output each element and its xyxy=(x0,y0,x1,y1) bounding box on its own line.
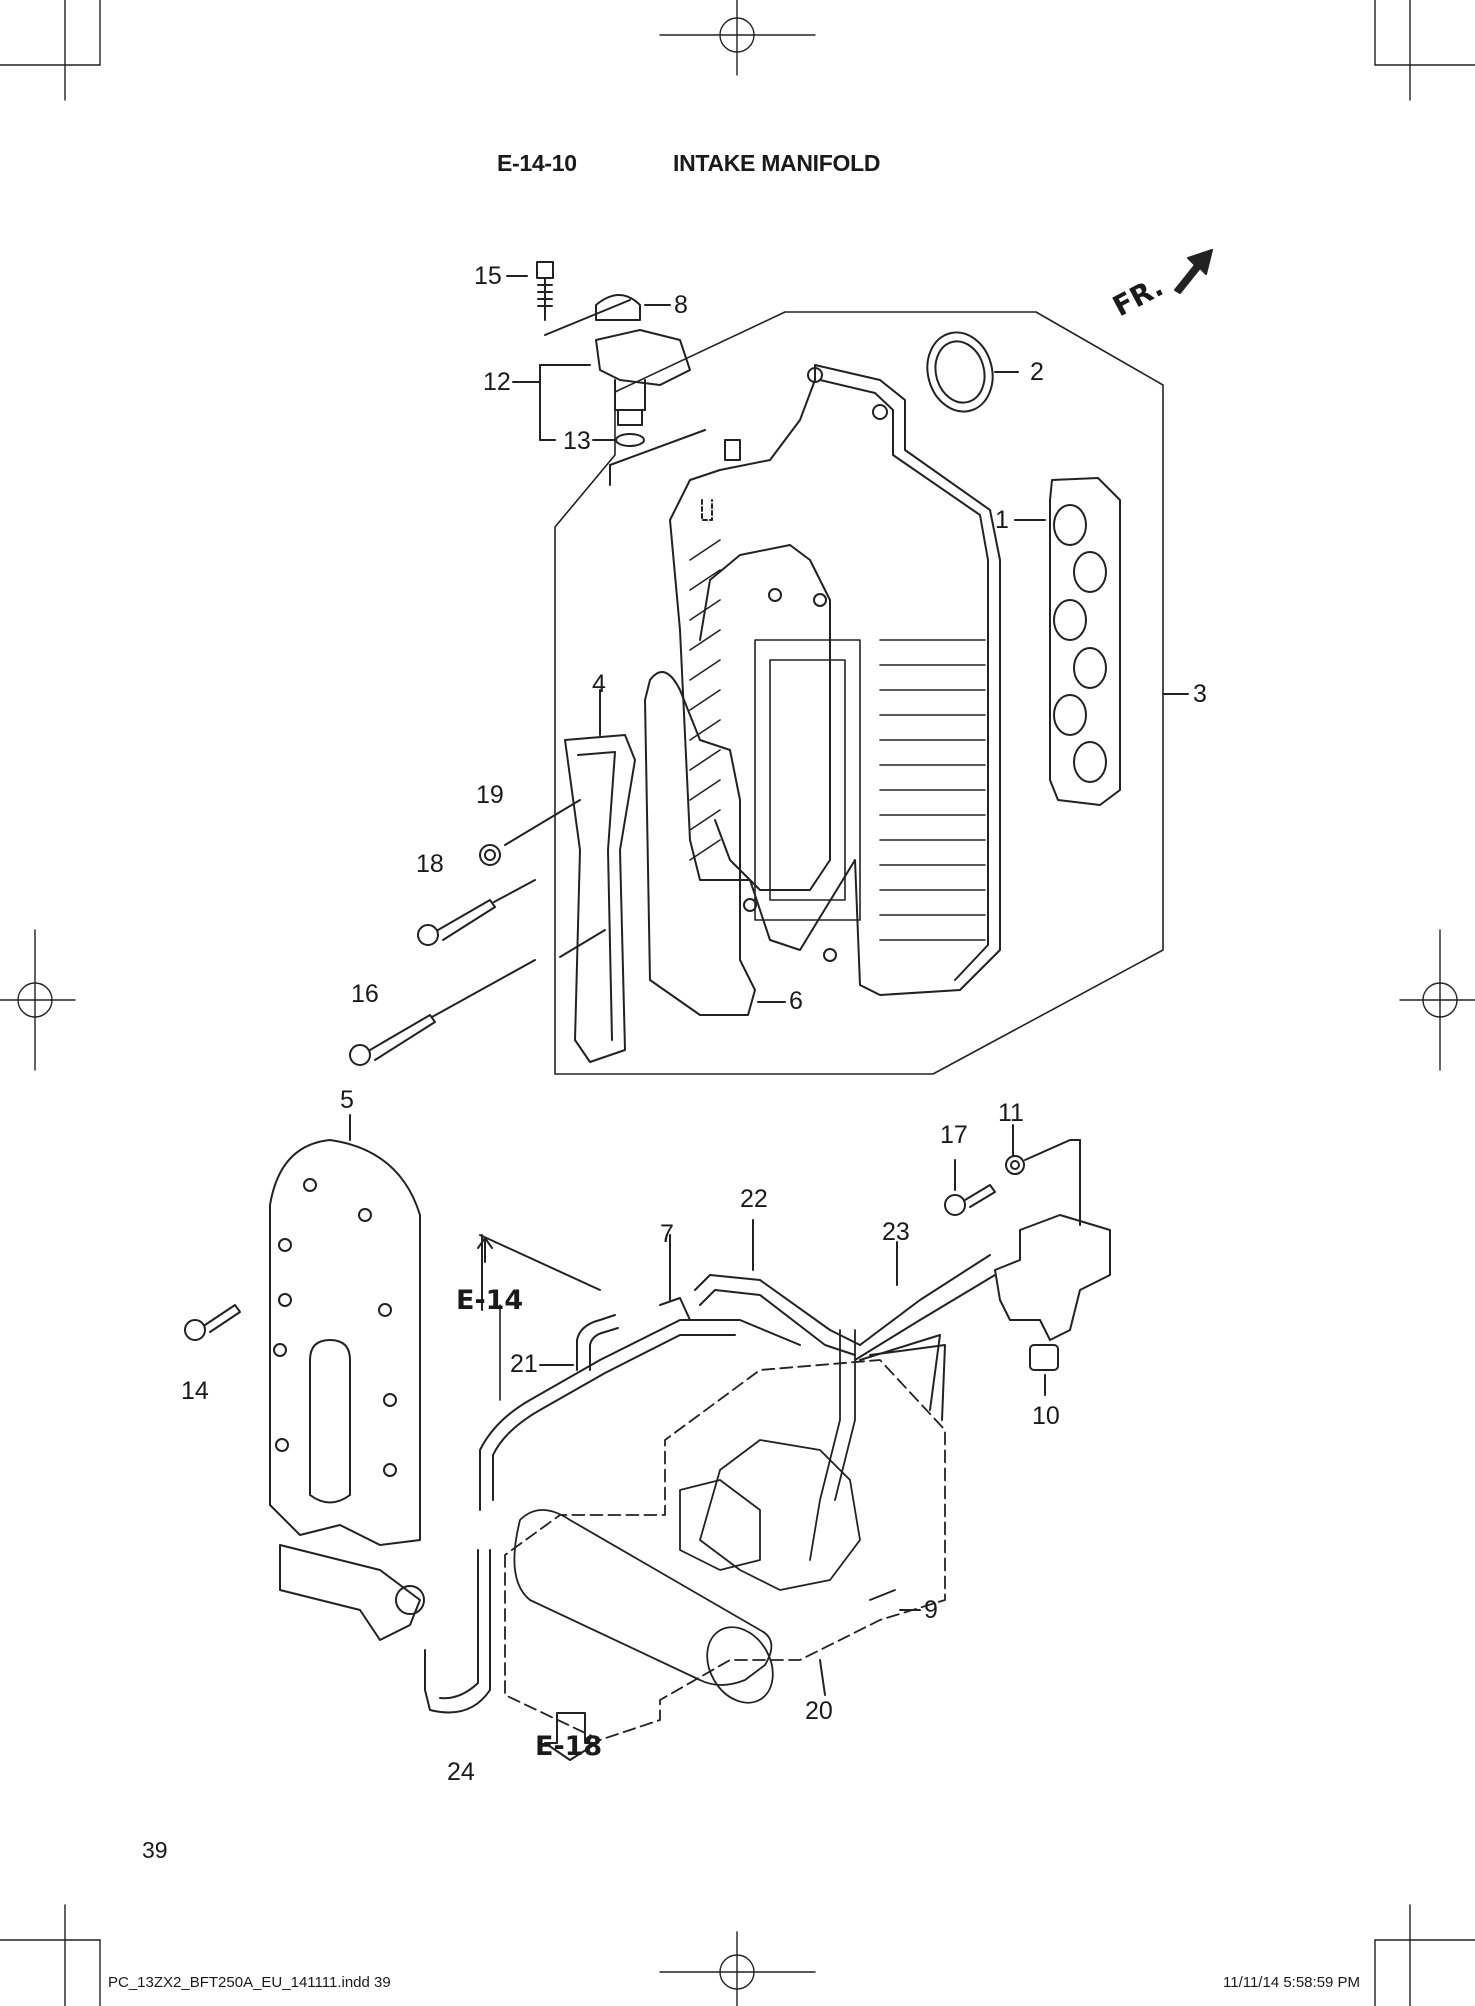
gasket-part-1 xyxy=(1049,477,1121,806)
ref-arrow-e14 xyxy=(477,1237,493,1263)
registration-mark-bottom xyxy=(659,1931,816,2006)
assembly-frame xyxy=(554,311,1164,1075)
part-label-22: 22 xyxy=(740,1185,768,1213)
bolt-16 xyxy=(349,1014,436,1066)
bolt-14 xyxy=(184,1304,241,1341)
part-label-13: 13 xyxy=(563,427,591,455)
part-label-21: 21 xyxy=(510,1350,538,1378)
part-label-3: 3 xyxy=(1193,680,1207,708)
footer-timestamp: 11/11/14 5:58:59 PM xyxy=(1223,1974,1361,1991)
cover-plate-5 xyxy=(269,1139,425,1641)
section-title: INTAKE MANIFOLD xyxy=(673,150,881,176)
part-label-18: 18 xyxy=(416,850,444,878)
sensor-assembly xyxy=(536,261,691,447)
part-label-12: 12 xyxy=(483,368,511,396)
ref-label-e18: E-18 xyxy=(535,1731,603,1762)
footer-file-name: PC_13ZX2_BFT250A_EU_141111.indd 39 xyxy=(108,1974,391,1991)
part-label-17: 17 xyxy=(940,1121,968,1149)
part-label-6: 6 xyxy=(789,987,803,1015)
registration-mark-top xyxy=(659,0,816,76)
part-label-24: 24 xyxy=(447,1758,475,1786)
part-label-20: 20 xyxy=(805,1697,833,1725)
section-code: E-14-10 xyxy=(497,150,577,176)
part-label-7: 7 xyxy=(660,1220,674,1248)
front-arrow xyxy=(1174,249,1213,294)
bolt-18 xyxy=(417,899,496,946)
registration-mark-left xyxy=(0,929,76,1071)
gasket-part-4 xyxy=(564,734,636,1063)
nut-19 xyxy=(479,844,501,866)
valve-10 xyxy=(994,1214,1111,1371)
page-number: 39 xyxy=(142,1837,168,1863)
part-label-8: 8 xyxy=(674,291,688,319)
part-label-23: 23 xyxy=(882,1218,910,1246)
nut-11 xyxy=(1005,1155,1025,1175)
part-label-9: 9 xyxy=(924,1596,938,1624)
ring-part-2 xyxy=(926,331,994,413)
ref-label-e14: E-14 xyxy=(456,1285,524,1316)
part-label-1: 1 xyxy=(995,506,1009,534)
part-label-15: 15 xyxy=(474,262,502,290)
part-label-19: 19 xyxy=(476,781,504,809)
part-label-11: 11 xyxy=(998,1099,1024,1127)
bolt-17 xyxy=(944,1184,996,1216)
ref-arrow-e18 xyxy=(544,1712,598,1761)
gasket-part-6 xyxy=(644,671,756,1016)
intake-manifold-body xyxy=(669,364,1001,996)
part-label-4: 4 xyxy=(592,670,606,698)
part-label-14: 14 xyxy=(181,1377,209,1405)
part-label-2: 2 xyxy=(1030,358,1044,386)
registration-mark-right xyxy=(1399,929,1475,1071)
part-label-16: 16 xyxy=(351,980,379,1008)
part-label-10: 10 xyxy=(1032,1402,1060,1430)
part-label-5: 5 xyxy=(340,1086,354,1114)
